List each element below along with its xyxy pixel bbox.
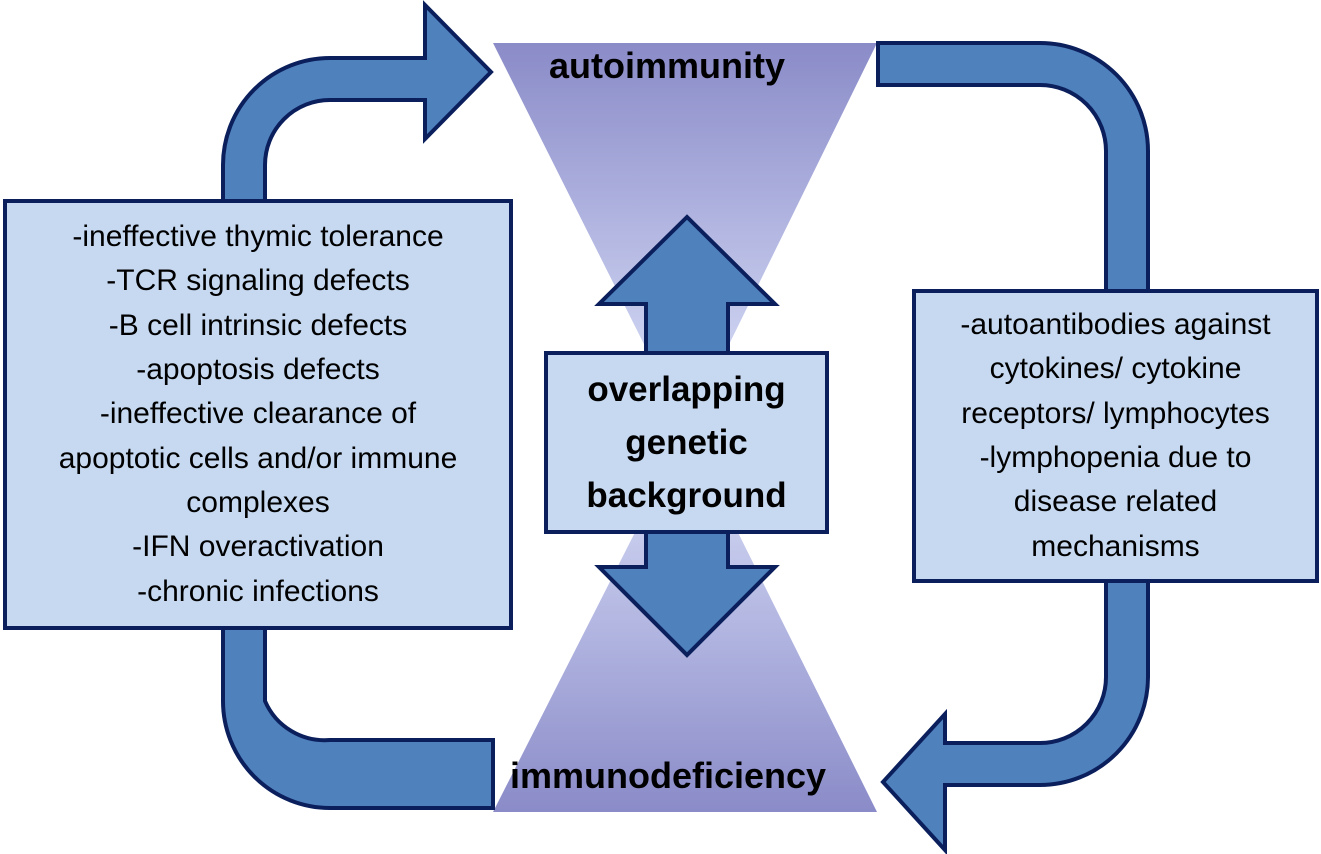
left-box-line: -ineffective clearance of [99,397,417,431]
autoimmunity-label: autoimmunity [549,45,786,86]
left-box-line: apoptotic cells and/or immune [58,441,458,475]
hourglass-shape [493,43,877,812]
left-box-line: -chronic infections [137,574,379,608]
right-box-line: -autoantibodies against [960,308,1271,342]
right-box-line: mechanisms [1031,529,1200,563]
immunodeficiency-label: immunodeficiency [510,755,827,796]
left-loop-arrow [221,0,495,810]
immunodeficiency-mechanisms-box: -autoantibodies against cytokines/ cytok… [912,289,1319,583]
left-box-line: complexes [186,485,330,519]
left-box-line: -IFN overactivation [132,530,384,564]
autoimmunity-mechanisms-box: -ineffective thymic tolerance -TCR signa… [3,199,513,630]
left-box-line: -B cell intrinsic defects [108,308,408,342]
center-box-line: overlapping [587,370,786,409]
right-box-line: receptors/ lymphocytes [961,396,1270,430]
left-box-line: -TCR signaling defects [106,264,410,298]
overlapping-genetic-background-box: overlapping genetic background [544,351,829,534]
center-box-line: background [586,476,787,515]
right-box-line: cytokines/ cytokine [989,352,1242,386]
right-loop-arrow [876,41,1150,854]
center-box-line: genetic [625,423,748,462]
left-box-line: -apoptosis defects [136,353,380,387]
right-box-line: -lymphopenia due to [979,441,1252,474]
right-box-line: disease related [1013,485,1218,519]
left-box-line: -ineffective thymic tolerance [72,220,444,254]
